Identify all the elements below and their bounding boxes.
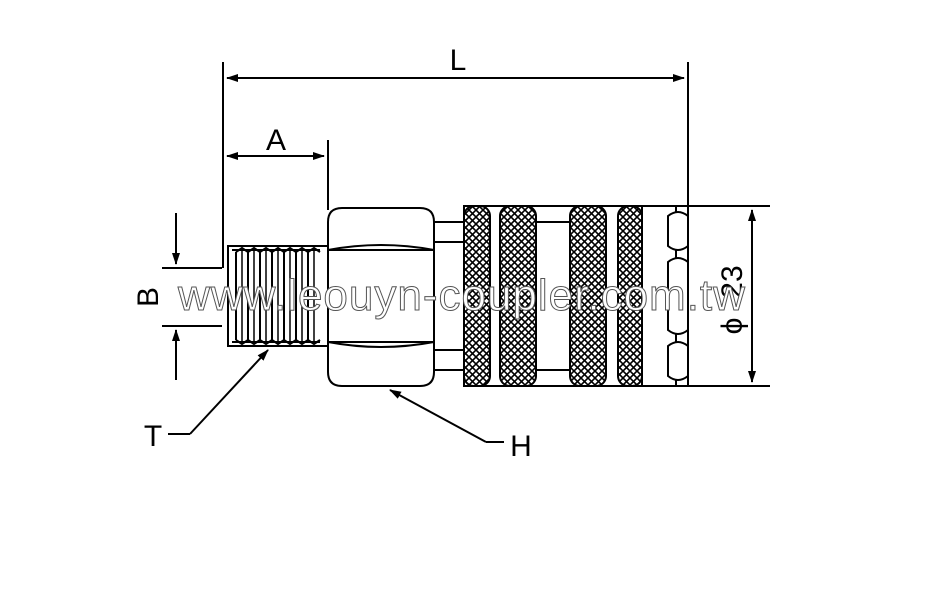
knurl-band-2 xyxy=(499,205,537,387)
knurl-band-1 xyxy=(463,205,491,387)
knurl-band-3 xyxy=(569,205,607,387)
diameter-label-group: ϕ 23 xyxy=(716,265,749,334)
dimension-diameter xyxy=(688,205,770,387)
b-label: B xyxy=(132,287,165,307)
dimension-l xyxy=(222,62,689,268)
hex-label: H xyxy=(510,430,532,463)
hex-body xyxy=(327,207,465,387)
diameter-value: 23 xyxy=(716,265,749,298)
thread-label: T xyxy=(144,420,162,453)
dimension-a xyxy=(226,140,329,210)
length-label: L xyxy=(450,44,467,77)
dimension-b xyxy=(162,213,222,380)
watermark: www.leouyn-coupler.com.tw xyxy=(177,271,746,320)
leader-h xyxy=(389,389,504,443)
leader-t xyxy=(168,349,269,435)
threaded-end xyxy=(227,245,329,347)
front-collar xyxy=(641,205,689,387)
a-label: A xyxy=(266,124,286,157)
diameter-symbol: ϕ xyxy=(716,318,749,335)
